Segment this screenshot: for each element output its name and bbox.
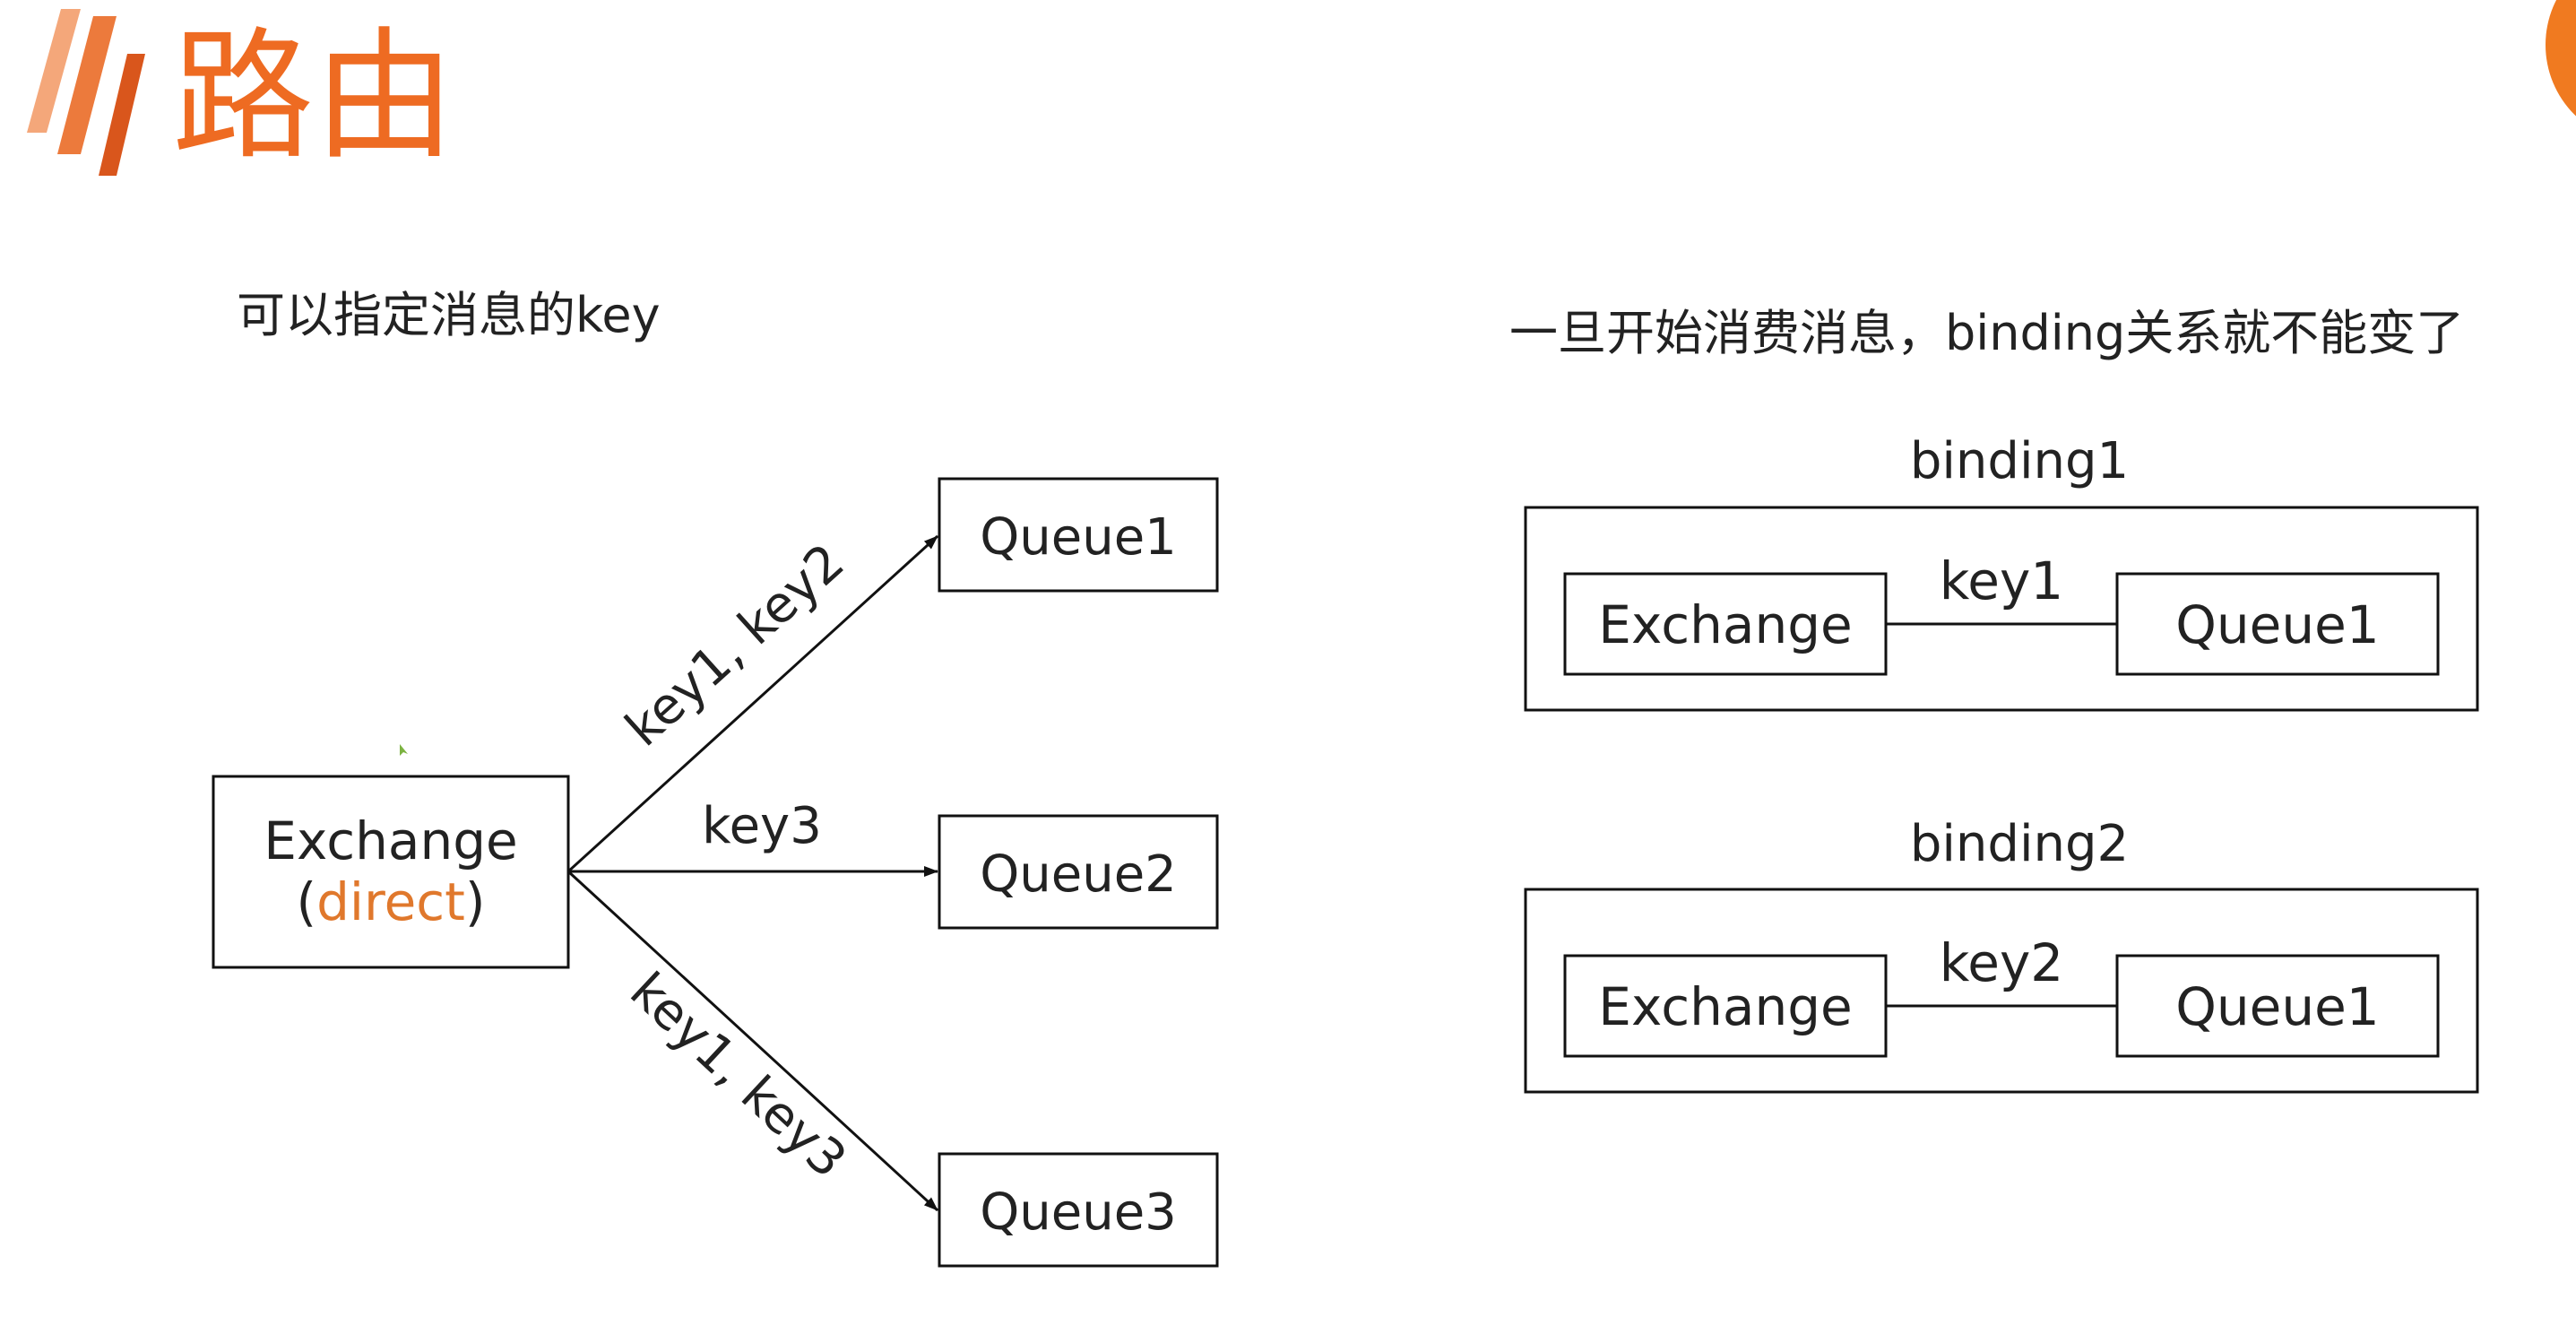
route-label-queue3: key1, key3 (618, 962, 857, 1190)
binding-group-1: binding1 Exchange key1 Queue1 (1524, 432, 2479, 712)
binding-key-label: key2 (1940, 932, 2063, 993)
binding-queue-label: Queue1 (2175, 594, 2379, 655)
binding-queue-box (2115, 954, 2440, 1058)
exchange-type-open: ( (296, 871, 316, 932)
queue-label: Queue2 (980, 845, 1177, 904)
title-logo-stripes (27, 9, 145, 176)
exchange-label: Exchange (264, 810, 517, 871)
binding-exchange-label: Exchange (1598, 594, 1852, 655)
queue-node-2: Queue2 (938, 814, 1219, 930)
corner-decoration (2546, 0, 2576, 117)
queue-label: Queue3 (980, 1183, 1177, 1242)
queue-label: Queue1 (980, 508, 1177, 567)
exchange-type: (direct) (296, 871, 485, 932)
exchange-type-close: ) (465, 871, 486, 932)
queue-node-1: Queue1 (938, 477, 1219, 593)
route-label-queue1: key1, key2 (615, 533, 856, 758)
route-label-queue2: key3 (702, 797, 822, 855)
binding-exchange-box (1563, 572, 1888, 676)
binding-key-label: key1 (1940, 550, 2063, 611)
binding-queue-label: Queue1 (2175, 976, 2379, 1037)
binding-group-2: binding2 Exchange key2 Queue1 (1524, 815, 2479, 1094)
binding-exchange-box (1563, 954, 1888, 1058)
binding-exchange-label: Exchange (1598, 976, 1852, 1037)
right-caption: 一旦开始消费消息，binding关系就不能变了 (1509, 305, 2464, 361)
cursor-mark (400, 744, 408, 756)
route-arrow-queue3 (566, 870, 939, 1212)
exchange-type-value: direct (316, 871, 465, 932)
binding-queue-box (2115, 572, 2440, 676)
left-caption: 可以指定消息的key (237, 287, 661, 343)
exchange-node: Exchange (direct) (212, 775, 570, 969)
queue-node-3: Queue3 (938, 1152, 1219, 1268)
binding-title: binding1 (1910, 432, 2129, 490)
page-title: 路由 (172, 14, 455, 179)
route-arrow-queue1 (566, 534, 939, 873)
binding-title: binding2 (1910, 815, 2129, 873)
